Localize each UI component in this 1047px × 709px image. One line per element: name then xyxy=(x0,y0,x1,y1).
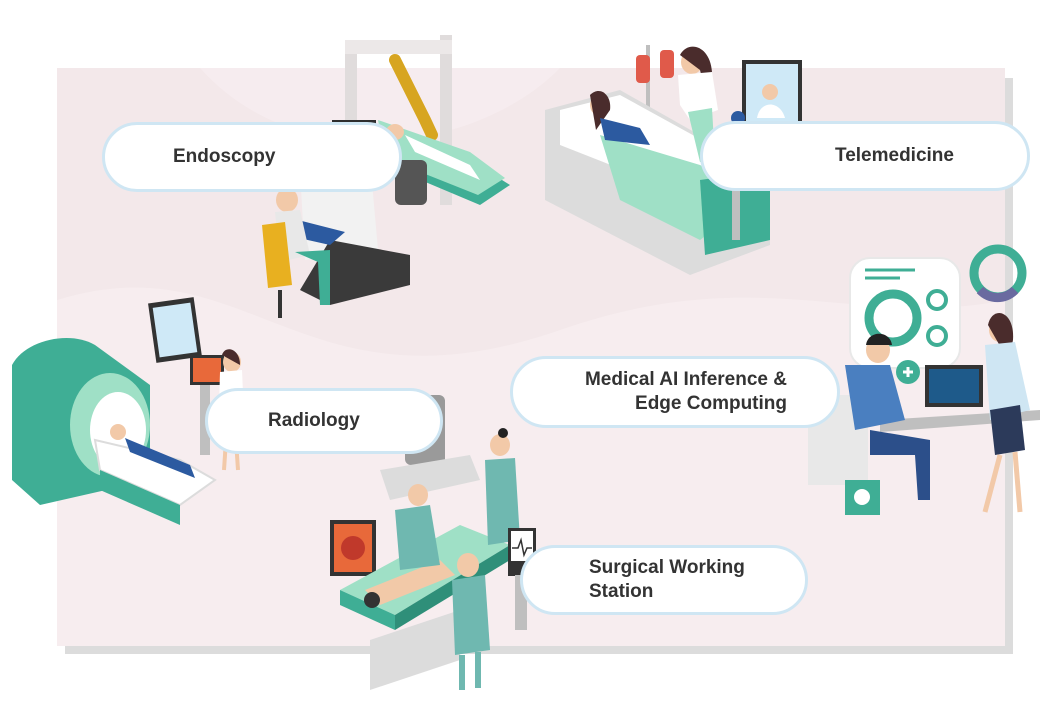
label-telemedicine: Telemedicine xyxy=(700,121,1030,191)
ai-computing-scene xyxy=(808,244,1040,515)
label-surgical-line1: Surgical Working xyxy=(589,557,745,578)
label-surgical-line2: Station xyxy=(589,581,654,602)
label-medical-ai: Medical AI Inference & Edge Computing xyxy=(510,356,840,428)
label-endoscopy: Endoscopy xyxy=(102,122,402,192)
label-endoscopy-text: Endoscopy xyxy=(173,146,276,167)
label-radiology: Radiology xyxy=(205,388,443,454)
label-telemedicine-text: Telemedicine xyxy=(835,145,954,166)
label-medical-ai-line1: Medical AI Inference & xyxy=(584,369,787,390)
label-medical-ai-line2: Edge Computing xyxy=(635,393,787,414)
label-surgical: Surgical Working Station xyxy=(520,545,808,615)
label-radiology-text: Radiology xyxy=(268,410,360,431)
